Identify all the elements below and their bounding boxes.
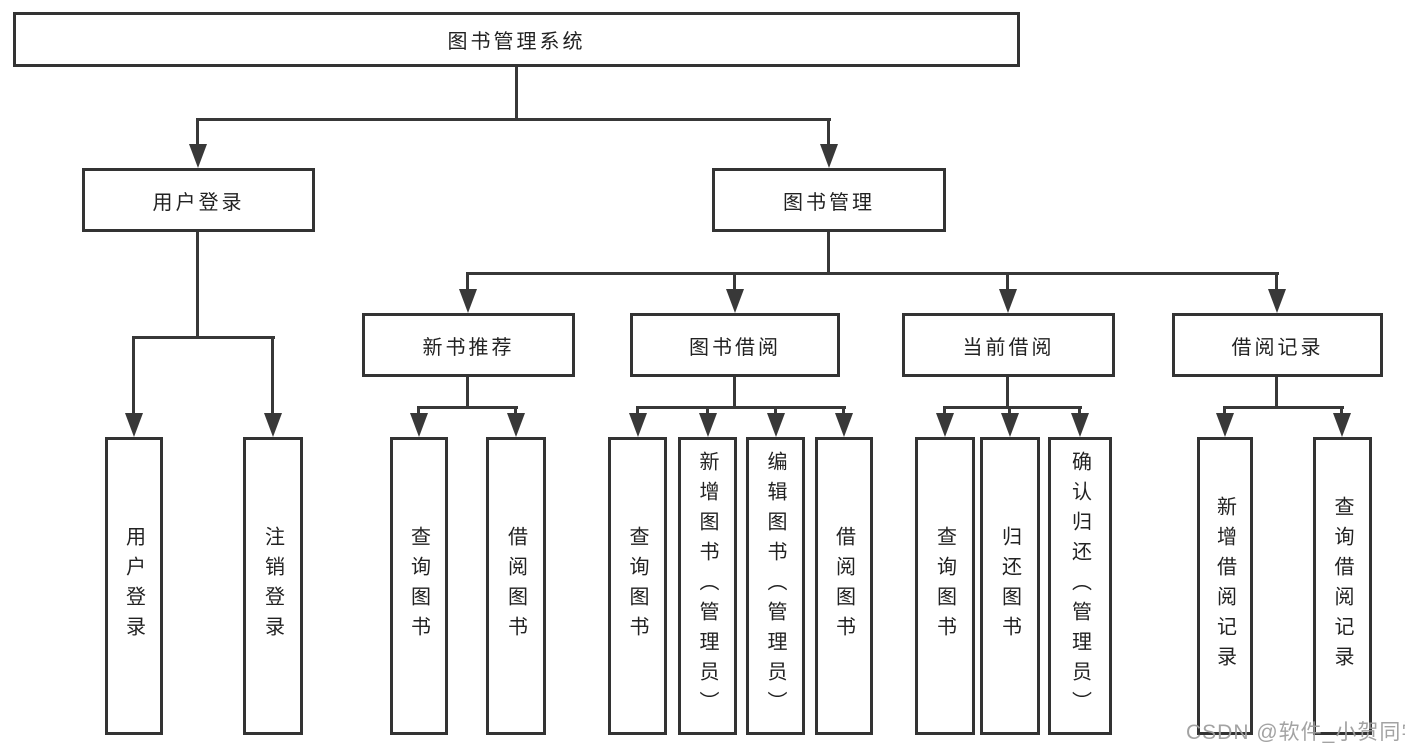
leaf-user-login-label: 用户登录 — [122, 526, 145, 646]
leaf-logout: 注销登录 — [243, 437, 303, 735]
connector-line — [733, 272, 736, 292]
leaf-borrow-books-recommend-label: 借阅图书 — [504, 526, 527, 646]
leaf-query-books-current: 查询图书 — [915, 437, 975, 735]
connector-line — [132, 336, 135, 415]
arrowhead-down-icon — [1333, 413, 1351, 437]
csdn-watermark: CSDN @软件_小贺同学 — [1186, 721, 1405, 744]
arrowhead-down-icon — [1001, 413, 1019, 437]
arrowhead-down-icon — [936, 413, 954, 437]
arrowhead-down-icon — [1268, 289, 1286, 313]
connector-line — [132, 336, 275, 339]
connector-line — [466, 272, 469, 292]
node-current-borrowing: 当前借阅 — [902, 313, 1115, 377]
connector-line — [196, 118, 199, 148]
connector-line — [1006, 377, 1009, 408]
arrowhead-down-icon — [264, 413, 282, 437]
node-current-borrowing-label: 当前借阅 — [962, 336, 1055, 359]
connector-line — [1223, 406, 1226, 415]
connector-line — [827, 232, 830, 274]
leaf-query-books-current-label: 查询图书 — [933, 526, 956, 646]
node-borrowing-records: 借阅记录 — [1172, 313, 1383, 377]
leaf-borrow-books-recommend: 借阅图书 — [486, 437, 546, 735]
connector-line — [842, 406, 845, 415]
connector-line — [417, 406, 420, 415]
connector-line — [943, 406, 946, 415]
arrowhead-down-icon — [1071, 413, 1089, 437]
connector-line — [636, 406, 846, 409]
node-library-system-label: 图书管理系统 — [447, 31, 586, 53]
node-book-management-label: 图书管理 — [783, 191, 875, 214]
leaf-edit-books-admin: 编辑图书（管理员） — [746, 437, 805, 735]
leaf-logout-label: 注销登录 — [261, 526, 284, 646]
node-book-borrowing: 图书借阅 — [630, 313, 840, 377]
connector-line — [515, 67, 518, 120]
leaf-query-books-borrowing-label: 查询图书 — [626, 526, 648, 646]
connector-line — [271, 336, 274, 415]
leaf-return-books: 归还图书 — [980, 437, 1040, 735]
connector-line — [774, 406, 777, 415]
leaf-add-books-admin: 新增图书（管理员） — [678, 437, 737, 735]
connector-line — [827, 118, 830, 148]
arrowhead-down-icon — [767, 413, 785, 437]
connector-line — [1006, 272, 1009, 292]
leaf-add-books-admin-label: 新增图书（管理员） — [696, 451, 718, 721]
node-borrowing-records-label: 借阅记录 — [1231, 336, 1324, 359]
leaf-borrow-books-label: 借阅图书 — [832, 526, 855, 646]
node-book-borrowing-label: 图书借阅 — [689, 336, 781, 359]
node-new-book-recommend: 新书推荐 — [362, 313, 575, 377]
connector-line — [943, 406, 1082, 409]
node-book-management: 图书管理 — [712, 168, 946, 232]
leaf-add-borrow-record-label: 新增借阅记录 — [1213, 496, 1236, 676]
leaf-query-borrow-record-label: 查询借阅记录 — [1331, 496, 1353, 676]
arrowhead-down-icon — [699, 413, 717, 437]
leaf-confirm-return-admin-label: 确认归还（管理员） — [1068, 451, 1091, 721]
connector-line — [733, 377, 736, 408]
leaf-return-books-label: 归还图书 — [998, 526, 1021, 646]
leaf-query-books-recommend: 查询图书 — [390, 437, 448, 735]
connector-line — [636, 406, 639, 415]
node-new-book-recommend-label: 新书推荐 — [422, 336, 515, 359]
leaf-query-borrow-record: 查询借阅记录 — [1313, 437, 1372, 735]
arrowhead-down-icon — [189, 144, 207, 168]
connector-line — [196, 118, 831, 121]
arrowhead-down-icon — [835, 413, 853, 437]
connector-line — [466, 377, 469, 408]
node-library-system: 图书管理系统 — [13, 12, 1020, 67]
arrowhead-down-icon — [629, 413, 647, 437]
leaf-borrow-books: 借阅图书 — [815, 437, 873, 735]
arrowhead-down-icon — [507, 413, 525, 437]
arrowhead-down-icon — [1216, 413, 1234, 437]
leaf-add-borrow-record: 新增借阅记录 — [1197, 437, 1253, 735]
arrowhead-down-icon — [726, 289, 744, 313]
leaf-user-login: 用户登录 — [105, 437, 163, 735]
connector-line — [417, 406, 518, 409]
leaf-query-books-borrowing: 查询图书 — [608, 437, 667, 735]
node-user-login: 用户登录 — [82, 168, 315, 232]
connector-line — [1275, 377, 1278, 408]
connector-line — [1223, 406, 1344, 409]
arrowhead-down-icon — [459, 289, 477, 313]
connector-line — [514, 406, 517, 415]
arrowhead-down-icon — [999, 289, 1017, 313]
node-user-login-label: 用户登录 — [152, 191, 245, 214]
connector-line — [1078, 406, 1081, 415]
connector-line — [196, 232, 199, 338]
connector-line — [1340, 406, 1343, 415]
arrowhead-down-icon — [410, 413, 428, 437]
leaf-confirm-return-admin: 确认归还（管理员） — [1048, 437, 1112, 735]
arrowhead-down-icon — [125, 413, 143, 437]
connector-line — [1275, 272, 1278, 292]
connector-line — [706, 406, 709, 415]
leaf-edit-books-admin-label: 编辑图书（管理员） — [764, 451, 786, 721]
arrowhead-down-icon — [820, 144, 838, 168]
connector-line — [1008, 406, 1011, 415]
connector-line — [466, 272, 1279, 275]
leaf-query-books-recommend-label: 查询图书 — [407, 526, 430, 646]
